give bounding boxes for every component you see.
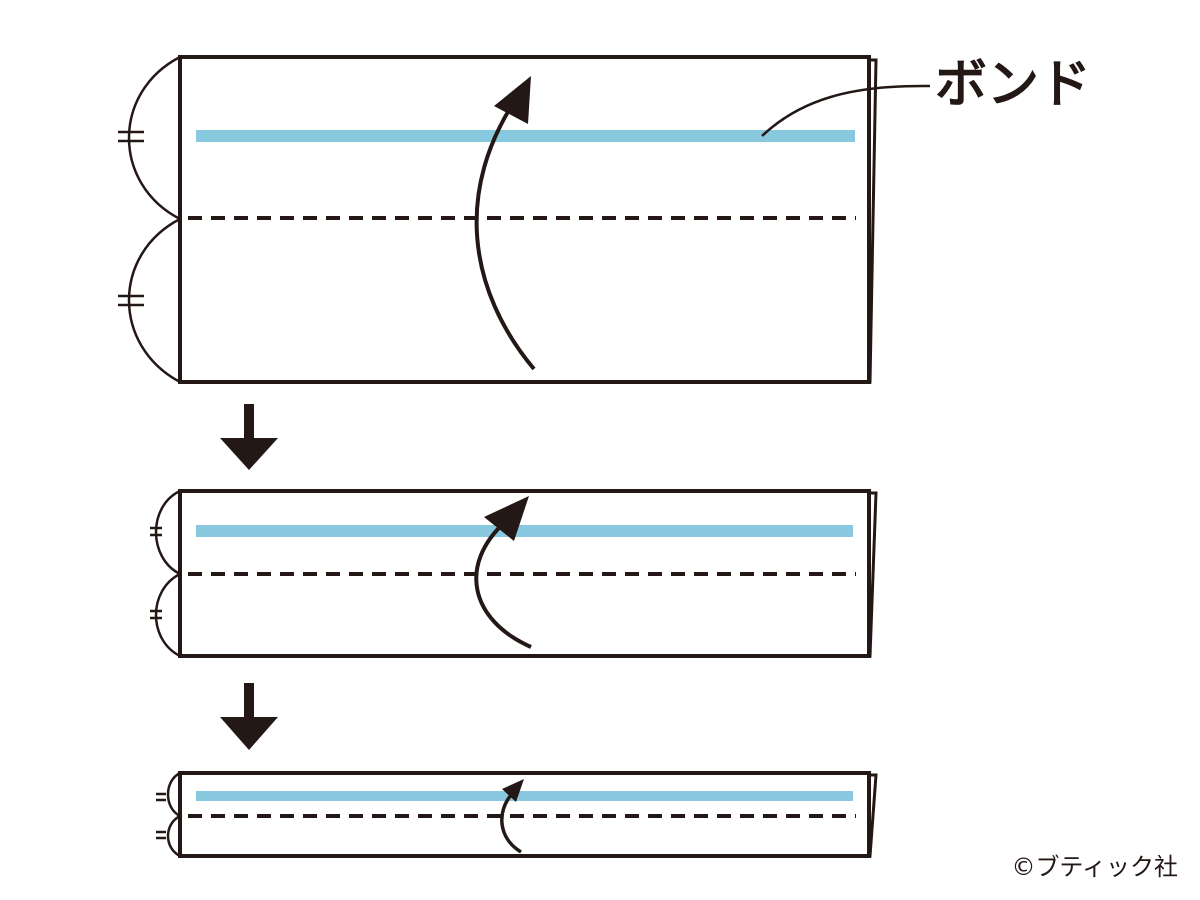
step-3-outline: [178, 771, 871, 858]
step-2: [150, 489, 878, 658]
copyright-credit: ©ブティック社: [1011, 853, 1178, 881]
step-3-fold-arrow: [500, 793, 522, 854]
step-3: [156, 771, 878, 858]
step-1-arc-top: [127, 55, 181, 221]
bond-leader-line: [761, 84, 931, 137]
step-2-arc-bottom: [154, 572, 181, 658]
step-3-equal-mark-top: [156, 792, 166, 802]
step-1-equal-mark-bottom: [118, 294, 144, 307]
step-2-equal-mark-bottom: [150, 609, 162, 620]
step-arrow-1: [220, 404, 278, 470]
step-2-equal-mark-top: [150, 526, 162, 537]
step-3-arc-top: [166, 771, 181, 818]
step-1-equal-mark-top: [118, 130, 144, 143]
step-1-fold-arrow: [474, 94, 536, 371]
step-2-arrowhead: [484, 496, 529, 541]
step-2-outline: [178, 489, 871, 658]
step-2-fold-arrow: [474, 520, 532, 649]
step-1-arc-bottom: [127, 217, 181, 384]
step-3-arrowhead: [502, 779, 524, 802]
step-arrow-2: [220, 683, 278, 750]
step-1-arrowhead: [494, 76, 531, 124]
step-3-arc-bottom: [166, 814, 181, 858]
step-3-equal-mark-bottom: [156, 830, 166, 840]
bond-label: ボンド: [935, 55, 1091, 115]
step-1: ボンド: [118, 55, 1091, 384]
step-2-arc-top: [154, 489, 181, 576]
